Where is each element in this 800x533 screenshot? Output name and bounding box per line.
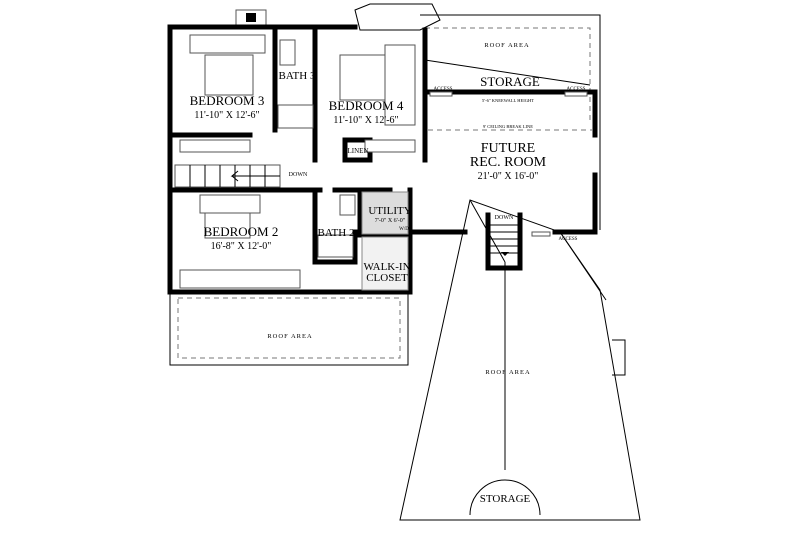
utility-label: UTILITY: [368, 205, 411, 217]
kneewall-note: 5'-6" KNEEWALL HEIGHT: [482, 98, 534, 103]
roof-area-top: ROOF AREA: [484, 42, 529, 49]
storage-bottom-label: STORAGE: [480, 493, 531, 505]
utility-size: 7'-0" X 6'-0": [375, 218, 406, 224]
wd-label: W/D: [399, 227, 409, 232]
linen-label: LINEN: [348, 147, 369, 155]
bed3-headboard: [189, 34, 266, 54]
bed2: [204, 212, 251, 239]
down-arrow-icon: [230, 170, 280, 182]
bedroom4-size: 11'-10" X 12'-6": [333, 115, 398, 126]
bed4-headboard: [384, 44, 416, 126]
bedroom2-label: BEDROOM 2: [204, 224, 279, 239]
roof-outlines: [169, 3, 641, 521]
roof-area-left-label: ROOF AREA: [267, 333, 312, 340]
fixtures: [174, 34, 588, 291]
stairs-down: [490, 224, 518, 256]
bedroom3-size: 11'-10" X 12'-6": [194, 110, 259, 121]
roof-area-left: [169, 291, 409, 366]
bed4: [339, 54, 386, 101]
bath3-label: BATH 3: [279, 70, 316, 82]
walkin-label-2: CLOSET: [366, 272, 408, 284]
rec-size: 21'-0" X 16'-0": [478, 171, 539, 182]
bed3: [204, 54, 254, 96]
ceiling-break-note: 9' CEILING BREAK LINE: [483, 124, 533, 129]
storage-top-label: STORAGE: [480, 74, 540, 89]
toilet: [279, 39, 296, 66]
bed2-headboard: [199, 194, 261, 214]
room-labels: BEDROOM 3 11'-10" X 12'-6" BATH 3 BEDROO…: [190, 70, 547, 505]
notes: ROOF AREA ROOF AREA ROOF AREA ACCESS ACC…: [267, 42, 585, 376]
tub: [277, 104, 314, 129]
bedroom3-label: BEDROOM 3: [190, 93, 265, 108]
access-lower: ACCESS: [559, 237, 578, 242]
bedroom4-label: BEDROOM 4: [329, 98, 404, 113]
down-label-stair: DOWN: [495, 215, 514, 221]
down-arrow-icon: [501, 252, 509, 256]
walls: [167, 24, 598, 295]
access-left: ACCESS: [434, 87, 453, 92]
rec-label-2: REC. ROOM: [470, 155, 547, 170]
rec-label-1: FUTURE: [481, 141, 535, 156]
roof-area-bottom: [399, 199, 641, 521]
bath2-label: BATH 2: [318, 227, 355, 239]
storage-arch: [469, 479, 541, 516]
down-label-main: DOWN: [289, 172, 308, 178]
access-right: ACCESS: [567, 87, 586, 92]
walkin-label-1: WALK-IN: [363, 261, 410, 273]
roof-area-bottom-label: ROOF AREA: [485, 369, 530, 376]
bedroom2-size: 16'-8" X 12'-0": [211, 241, 272, 252]
stairs-main: [174, 164, 281, 188]
